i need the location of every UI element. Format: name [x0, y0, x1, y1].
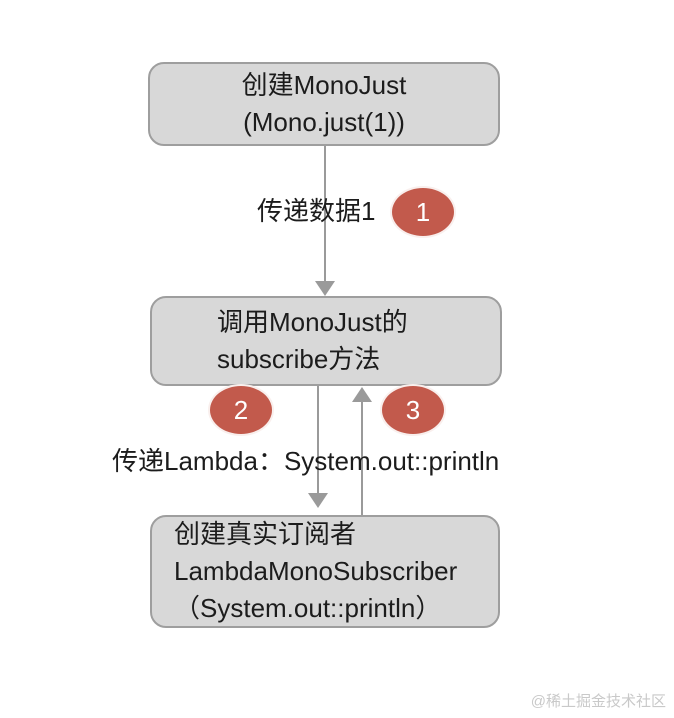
- arrow-down-icon: [315, 281, 335, 296]
- node-call-subscribe: 调用MonoJust的 subscribe方法: [150, 296, 502, 386]
- watermark: @稀土掘金技术社区: [530, 693, 666, 710]
- node-create-monojust-line2: (Mono.just(1)): [243, 107, 405, 137]
- step-badge-3: 3: [380, 384, 446, 436]
- arrow-up-icon: [352, 387, 372, 402]
- node-call-subscribe-line2: subscribe方法: [217, 344, 381, 374]
- node-lambda-mono-subscriber: 创建真实订阅者 LambdaMonoSubscriber （System.out…: [150, 515, 500, 628]
- node-create-monojust: 创建MonoJust (Mono.just(1)): [148, 62, 500, 146]
- node-create-monojust-line1: 创建MonoJust: [241, 70, 407, 100]
- edge3-line: [361, 401, 363, 515]
- arrow-down-icon: [308, 493, 328, 508]
- step-badge-2: 2: [208, 384, 274, 436]
- node-call-subscribe-line1: 调用MonoJust的: [217, 307, 408, 337]
- node-lambda-mono-subscriber-line3: （System.out::println）: [174, 593, 442, 623]
- node-lambda-mono-subscriber-line2: LambdaMonoSubscriber: [174, 556, 458, 586]
- edge2-line: [317, 386, 319, 494]
- edge1-line: [324, 146, 326, 282]
- edge2-label: 传递Lambda：System.out::println: [112, 446, 500, 476]
- node-lambda-mono-subscriber-line1: 创建真实订阅者: [174, 519, 357, 549]
- step-badge-1: 1: [390, 186, 456, 238]
- edge1-label: 传递数据1: [257, 196, 376, 226]
